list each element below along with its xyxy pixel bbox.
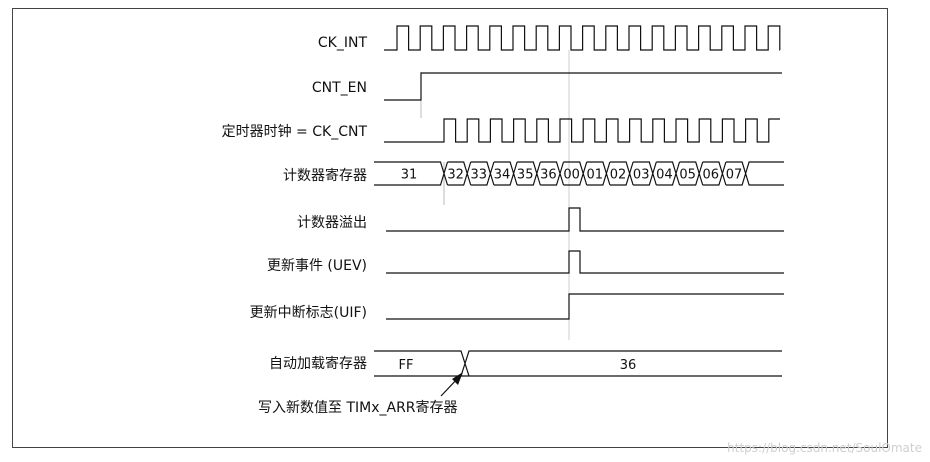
counter-value-36: 36 xyxy=(540,168,557,183)
waveform-update-event xyxy=(386,250,784,274)
diagram-frame xyxy=(12,8,888,448)
counter-value-01: 01 xyxy=(587,168,604,183)
counter-value-03: 03 xyxy=(633,168,650,183)
label-counter-register: 计数器寄存器 xyxy=(283,167,367,184)
watermark: https://blog.csdn.net/SoulOmate xyxy=(727,441,922,455)
auto-reload-value-after: 36 xyxy=(620,358,637,373)
counter-value-06: 06 xyxy=(703,168,720,183)
label-update-interrupt-flag: 更新中断标志(UIF) xyxy=(250,305,367,321)
label-ck-cnt: 定时器时钟 = CK_CNT xyxy=(222,123,368,140)
waveform-ck-int xyxy=(384,25,781,51)
counter-value-00: 00 xyxy=(563,168,580,183)
waveform-ck-cnt xyxy=(384,118,780,143)
label-ck-int: CK_INT xyxy=(318,35,368,51)
annotation-arrow-head xyxy=(452,372,463,385)
counter-value-05: 05 xyxy=(679,168,696,183)
counter-value-32: 32 xyxy=(447,168,464,183)
counter-value-07: 07 xyxy=(726,168,743,183)
auto-reload-value-before: FF xyxy=(399,358,414,373)
auto-reload-bus xyxy=(374,350,782,377)
label-counter-overflow: 计数器溢出 xyxy=(297,215,367,231)
counter-register-bus: 31 32 33 34 35 36 00 01 02 03 04 05 06 07 xyxy=(374,161,784,186)
counter-bus-outline xyxy=(374,161,784,186)
counter-value-34: 34 xyxy=(494,168,511,183)
counter-value-35: 35 xyxy=(517,168,534,183)
counter-value-02: 02 xyxy=(610,168,627,183)
counter-value-33: 33 xyxy=(471,168,488,183)
waveform-cnt-en xyxy=(384,72,782,101)
waveform-counter-overflow xyxy=(386,207,784,232)
annotation-text: 写入新数值至 TIMx_ARR寄存器 xyxy=(258,399,458,416)
label-auto-reload-register: 自动加载寄存器 xyxy=(269,355,367,372)
label-cnt-en: CNT_EN xyxy=(312,80,367,96)
counter-value-31: 31 xyxy=(401,168,418,183)
waveform-update-interrupt-flag xyxy=(386,293,784,320)
counter-value-04: 04 xyxy=(656,168,673,183)
label-update-event: 更新事件 (UEV) xyxy=(267,258,367,274)
